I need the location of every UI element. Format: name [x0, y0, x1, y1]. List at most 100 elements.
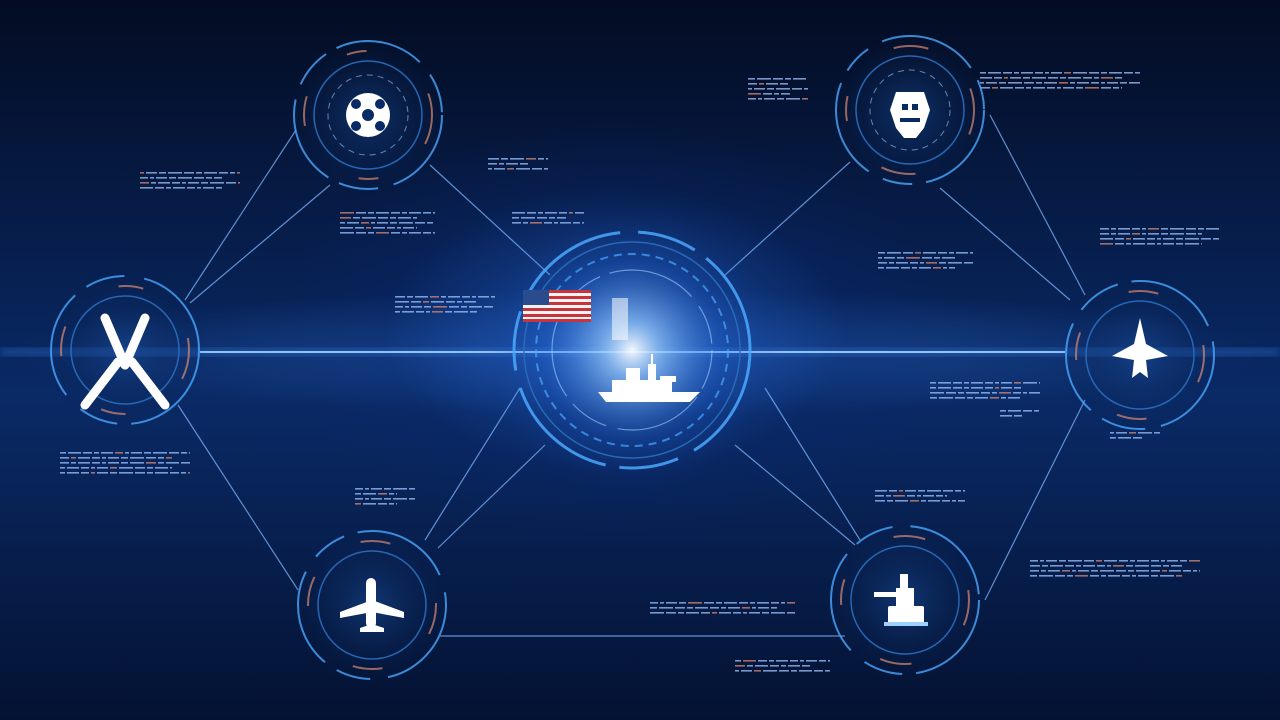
hud-text-mark	[92, 462, 100, 464]
hud-text-mark	[930, 392, 944, 394]
hud-text-mark	[230, 172, 235, 174]
hud-text-mark	[158, 462, 164, 464]
hud-text-mark	[773, 78, 783, 80]
hud-text-mark	[403, 227, 414, 229]
hud-text-mark	[1076, 87, 1083, 89]
hud-text-mark	[362, 217, 376, 219]
hud-text-mark	[769, 660, 774, 662]
hud-text-mark	[395, 306, 403, 308]
hud-text-mark	[155, 187, 164, 189]
hud-text-mark	[181, 472, 186, 474]
hud-text-mark	[1135, 565, 1149, 567]
hud-text-mark	[1000, 410, 1006, 412]
hud-text-mark	[415, 296, 428, 298]
hud-text-mark	[910, 262, 918, 264]
hud-text-mark	[791, 670, 797, 672]
hud-text-mark	[151, 182, 156, 184]
hud-text-mark	[413, 217, 417, 219]
hud-text-mark	[1075, 575, 1088, 577]
hud-text-mark	[102, 462, 106, 464]
hud-text-mark	[181, 452, 187, 454]
hud-text-mark	[695, 607, 708, 609]
hud-text-mark	[378, 503, 387, 505]
hud-text-mark	[1109, 72, 1122, 74]
hud-text-mark	[1110, 437, 1116, 439]
hud-text-mark	[1041, 570, 1046, 572]
hud-text-mark	[899, 490, 903, 492]
hud-text-mark	[1137, 560, 1149, 562]
hud-text-mark	[1148, 233, 1159, 235]
hud-text-mark	[1198, 233, 1202, 235]
hud-text-mark	[926, 262, 937, 264]
hud-text-mark	[1126, 565, 1133, 567]
hud-text-mark	[226, 182, 236, 184]
hud-text-mark	[958, 500, 965, 502]
hud-text-mark	[206, 177, 212, 179]
hud-text-mark	[955, 490, 961, 492]
hud-text-mark	[1161, 233, 1168, 235]
hud-text-mark	[454, 311, 468, 313]
hud-text-mark	[488, 168, 492, 170]
link-robot-jet-2	[939, 187, 1071, 301]
hud-text-mark	[1170, 233, 1184, 235]
hud-text-mark	[1084, 560, 1094, 562]
hud-text-mark	[470, 311, 477, 313]
hud-text-mark	[219, 172, 228, 174]
hud-text-mark	[963, 490, 965, 492]
hud-text-mark	[748, 88, 752, 90]
hud-text-mark	[1101, 77, 1113, 79]
hud-text-mark	[1030, 560, 1038, 562]
hud-text-mark	[469, 306, 482, 308]
link-robot-jet	[989, 114, 1086, 296]
hud-text-mark	[448, 296, 460, 298]
hud-text-mark	[971, 382, 983, 384]
hud-text-mark	[1133, 437, 1142, 439]
hud-text-mark	[527, 212, 536, 214]
hud-text-mark	[1157, 243, 1161, 245]
hud-text-mark	[980, 77, 992, 79]
hud-text-mark	[395, 301, 409, 303]
hud-text-mark	[1091, 570, 1098, 572]
hud-text-mark	[1118, 228, 1130, 230]
hud-text-mark	[903, 252, 913, 254]
hud-text-mark	[701, 612, 710, 614]
hud-text-mark	[67, 472, 79, 474]
hud-text-mark	[1151, 575, 1158, 577]
hud-text-mark	[83, 452, 92, 454]
hud-text-mark	[1030, 575, 1037, 577]
satellite-icon	[346, 93, 390, 137]
connection-lines	[177, 114, 1086, 637]
hud-text-mark	[679, 602, 686, 604]
hud-text-mark	[1070, 82, 1075, 84]
link-hub-aircraft-2	[437, 444, 546, 549]
hud-text-mark	[1113, 87, 1119, 89]
hud-text-mark	[391, 232, 400, 234]
hud-text-mark	[416, 311, 424, 313]
hud-text-mark	[170, 472, 179, 474]
hud-text-mark	[943, 490, 953, 492]
hud-text-mark	[716, 602, 722, 604]
hud-text-mark	[1023, 410, 1032, 412]
hud-text-mark	[1003, 72, 1012, 74]
hud-text-mark	[187, 187, 195, 189]
hud-text-mark	[130, 462, 144, 464]
hud-text-mark	[825, 670, 830, 672]
hud-text-mark	[189, 452, 190, 454]
hud-text-mark	[975, 397, 988, 399]
hud-text-mark	[399, 222, 413, 224]
hud-text-mark	[763, 670, 777, 672]
hud-text-mark	[955, 397, 965, 399]
hud-text-mark	[1157, 238, 1161, 240]
hud-text-mark	[340, 222, 345, 224]
hud-text-mark	[402, 212, 407, 214]
hud-text-mark	[389, 503, 394, 505]
hud-text-mark	[659, 607, 673, 609]
hud-text-mark	[1136, 570, 1149, 572]
hud-text-mark	[130, 457, 144, 459]
hud-text-mark	[930, 382, 936, 384]
hud-text-mark	[748, 93, 761, 95]
hud-text-mark	[953, 382, 962, 384]
hud-text-mark	[92, 457, 100, 459]
hud-text-mark	[710, 607, 719, 609]
hud-text-mark	[687, 607, 693, 609]
